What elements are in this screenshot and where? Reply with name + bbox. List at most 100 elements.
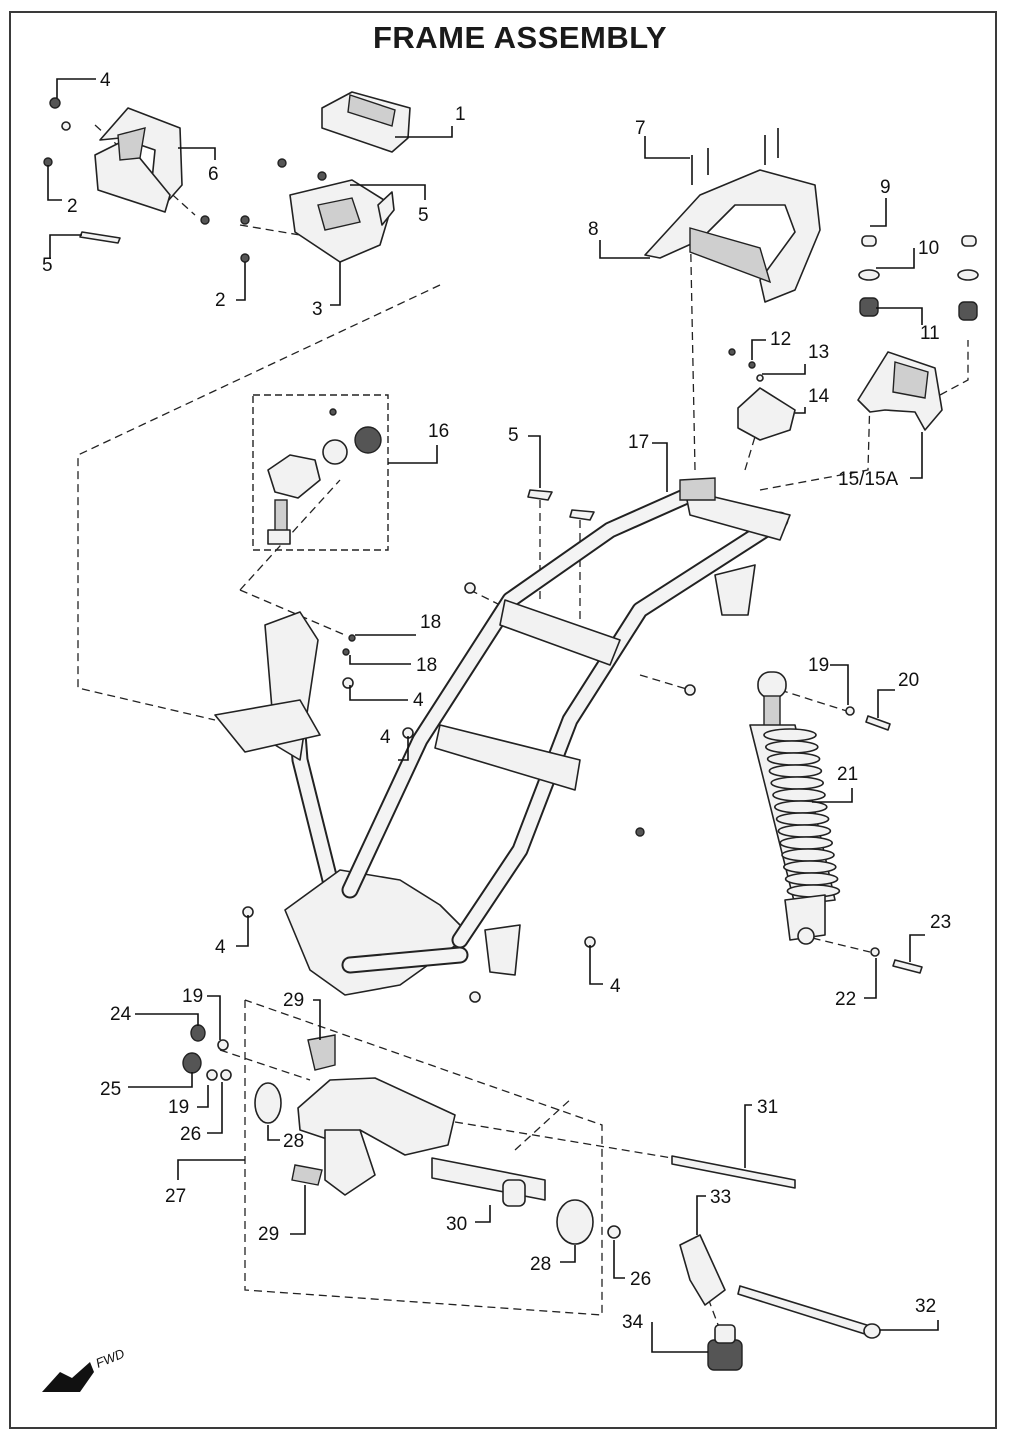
callout-number: 17 — [628, 432, 649, 453]
spring-coil — [784, 872, 839, 886]
callout-leader-line — [236, 262, 246, 301]
spring-coil — [779, 836, 834, 850]
part-1-front-cover — [321, 91, 411, 153]
callout-c4a: 4 — [56, 70, 111, 98]
callout-leader-line — [652, 442, 668, 492]
parts-31-32-long-bolts — [671, 1155, 881, 1339]
callout-leader-line — [313, 999, 321, 1040]
callout-number: 10 — [918, 238, 939, 259]
callout-number: 33 — [710, 1187, 731, 1208]
callout-number: 7 — [635, 118, 646, 139]
callout-c27: 27 — [165, 1159, 245, 1207]
diagram-title: FRAME ASSEMBLY — [372, 20, 668, 55]
spring-coil — [781, 848, 835, 862]
callout-number: 5 — [508, 425, 519, 446]
callout-leader-line — [762, 364, 806, 375]
part-3-mounting-bracket — [240, 158, 395, 263]
spring-coil — [786, 884, 841, 898]
callout-leader-line — [560, 1245, 576, 1263]
callout-c19b: 19 — [182, 986, 221, 1040]
callout-number: 28 — [283, 1131, 304, 1152]
callout-leader-line — [290, 1185, 306, 1235]
callout-number: 32 — [915, 1296, 936, 1317]
callout-leader-line — [910, 432, 923, 479]
callout-leader-line — [56, 78, 96, 98]
callout-number: 29 — [258, 1224, 279, 1245]
callout-number: 26 — [630, 1269, 651, 1290]
callout-number: 28 — [530, 1254, 551, 1275]
callout-c10: 10 — [876, 238, 939, 269]
part-8-rear-grab-rail — [644, 128, 821, 303]
callout-number: 8 — [588, 219, 599, 240]
callout-number: 16 — [428, 421, 449, 442]
callout-number: 18 — [416, 655, 437, 676]
spring-coil — [764, 740, 819, 754]
callout-leader-line — [696, 1195, 706, 1235]
callout-leader-line — [128, 1072, 193, 1088]
callout-c19c: 19 — [168, 1085, 209, 1118]
callout-leader-line — [876, 248, 915, 269]
callout-leader-line — [744, 1104, 752, 1168]
callout-leader-line — [178, 147, 216, 160]
callout-leader-line — [475, 1205, 491, 1223]
callout-number: 21 — [837, 764, 858, 785]
callout-c20: 20 — [877, 670, 919, 718]
part-15-carrier-bracket — [857, 351, 943, 431]
callout-c1: 1 — [395, 104, 466, 138]
callout-c5b: 5 — [42, 234, 82, 276]
spring-coil — [770, 776, 825, 790]
callout-c23: 23 — [909, 912, 951, 962]
callout-number: 1 — [455, 104, 466, 125]
parts-9-11-rail-fasteners — [858, 235, 979, 321]
part-21-rear-shock-absorber — [749, 671, 923, 974]
callout-leader-line — [613, 1240, 625, 1279]
callout-c4c: 4 — [380, 727, 409, 761]
assembly-guide-lines — [77, 124, 969, 1331]
part-6-front-bracket — [43, 97, 210, 244]
callout-number: 20 — [898, 670, 919, 691]
callout-number: 19 — [168, 1097, 189, 1118]
callout-c7: 7 — [635, 118, 690, 159]
callout-leader-line — [795, 407, 806, 414]
callout-c28b: 28 — [530, 1245, 576, 1275]
callout-number: 22 — [835, 989, 856, 1010]
callout-c11: 11 — [876, 307, 940, 344]
callout-c21: 21 — [812, 764, 858, 803]
callout-leader-line — [528, 435, 541, 488]
callout-leader-line — [398, 736, 409, 761]
callout-number: 3 — [312, 299, 323, 320]
callout-number: 31 — [757, 1097, 778, 1118]
part-16-ignition-switch — [252, 394, 389, 551]
callout-number: 13 — [808, 342, 829, 363]
callout-number: 4 — [215, 937, 226, 958]
callout-number: 2 — [215, 290, 226, 311]
callout-leader-line — [236, 915, 249, 947]
callout-c30: 30 — [446, 1205, 491, 1235]
callout-c4d: 4 — [215, 915, 249, 958]
callout-number: 18 — [420, 612, 441, 633]
callout-leader-line — [388, 445, 438, 464]
callout-leader-line — [644, 136, 690, 159]
callout-c12: 12 — [751, 329, 791, 360]
callout-c25: 25 — [100, 1072, 193, 1100]
callout-c18b: 18 — [349, 655, 437, 676]
callout-c19a: 19 — [808, 655, 849, 705]
callout-c2a: 2 — [47, 165, 78, 217]
callout-leader-line — [589, 945, 603, 985]
callout-number: 4 — [100, 70, 111, 91]
callout-number: 9 — [880, 177, 891, 198]
callout-number: 26 — [180, 1124, 201, 1145]
callout-leader-line — [870, 198, 887, 227]
callout-c14: 14 — [795, 386, 830, 414]
callout-c31: 31 — [744, 1097, 778, 1168]
callout-leader-line — [751, 339, 766, 360]
callout-leader-line — [395, 126, 453, 138]
callout-number: 5 — [42, 255, 53, 276]
callout-c5c: 5 — [508, 425, 541, 488]
callout-number: 4 — [610, 976, 621, 997]
callout-c24: 24 — [110, 1004, 199, 1026]
callout-number: 30 — [446, 1214, 467, 1235]
callout-number: 23 — [930, 912, 951, 933]
callout-number: 25 — [100, 1079, 121, 1100]
